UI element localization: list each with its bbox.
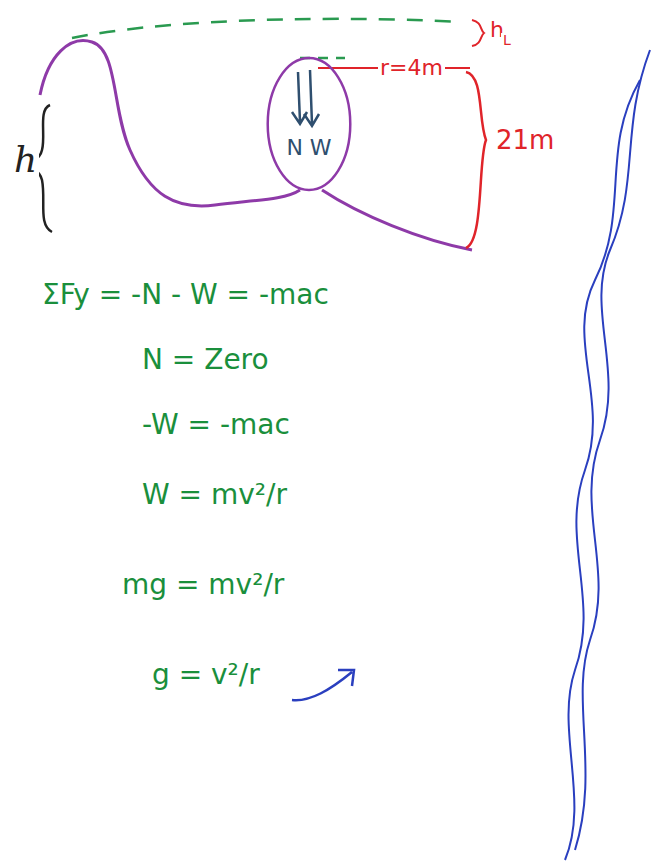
coaster-track-exit <box>322 190 472 250</box>
wavy-line <box>565 80 640 860</box>
loop-outline <box>266 56 352 192</box>
equation: mg = mv²/r <box>120 570 286 601</box>
height-reference-line <box>72 19 462 38</box>
equation: -W = -mac <box>140 410 292 441</box>
subscript-label: L <box>501 33 513 48</box>
drop-height-label: 21m <box>494 126 556 155</box>
equation: N = Zero <box>140 345 271 376</box>
wavy-line <box>575 50 650 850</box>
equation: g = v²/r <box>150 660 262 691</box>
equation: W = mv²/r <box>140 480 289 511</box>
coaster-track <box>40 41 300 206</box>
equation: ΣFy = -N - W = -mac <box>40 280 331 311</box>
drop-brace <box>466 72 486 248</box>
force-arrows <box>292 70 319 126</box>
height-label: h <box>12 140 39 180</box>
radius-label: r=4m <box>378 56 445 80</box>
loop-circle: N W <box>266 56 352 192</box>
hl-brace <box>472 20 484 46</box>
force-label: N W <box>286 136 331 160</box>
result-arrow <box>292 670 354 700</box>
